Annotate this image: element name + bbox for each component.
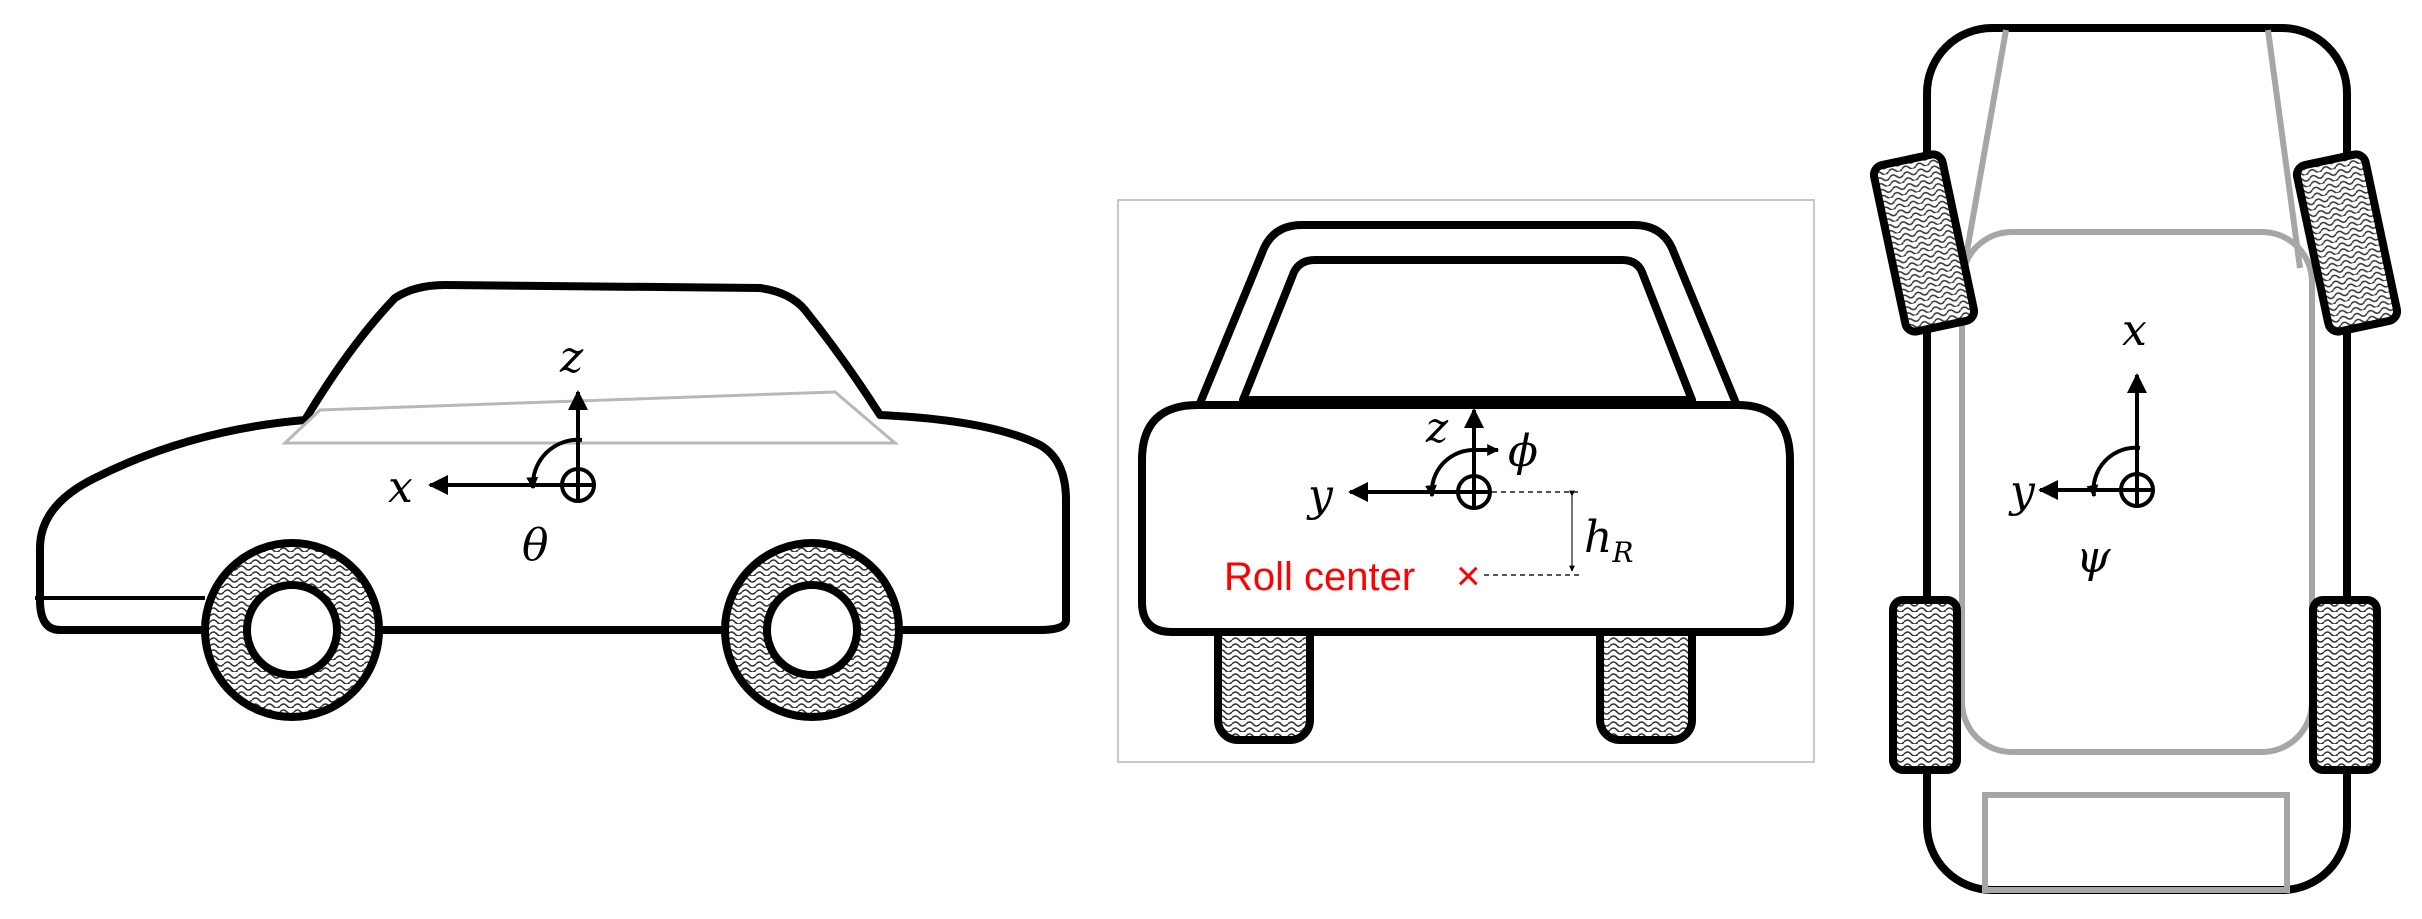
- rear-z-label: z: [1425, 403, 1449, 452]
- rear-height-subscript: R: [1611, 536, 1633, 569]
- rear-body: [1138, 401, 1794, 636]
- top-hood-line-left: [1961, 29, 2009, 269]
- top-y-label: y: [2008, 466, 2036, 517]
- side-rear-wheel: [721, 539, 903, 721]
- top-hood-line-right: [2265, 29, 2303, 269]
- rear-phi-label: ϕ: [1508, 426, 1538, 477]
- side-car-body: [36, 281, 1070, 634]
- side-view: z x θ: [35, 281, 1070, 721]
- top-cabin-outline: [1959, 229, 2315, 755]
- side-window-line: [281, 390, 900, 445]
- roll-center-label: Roll center: [1224, 555, 1415, 599]
- rear-height-label: hR: [1584, 512, 1633, 569]
- top-rear-right-tire: [2309, 596, 2381, 774]
- side-theta-label: θ: [522, 520, 549, 571]
- top-front-left-tire: [1869, 150, 1979, 336]
- side-origin-marker: [560, 467, 596, 503]
- top-view: x y ψ: [1869, 24, 2402, 894]
- rear-y-label: y: [1306, 470, 1334, 521]
- roll-center-marker: ×: [1456, 552, 1481, 599]
- top-trunk-outline: [1982, 792, 2290, 893]
- side-z-label: z: [559, 332, 584, 383]
- rear-height-letter: h: [1584, 512, 1612, 563]
- side-pitch-arrow: [526, 437, 583, 490]
- side-front-wheel: [201, 539, 383, 721]
- rear-view: z ϕ y hR Roll center ×: [1117, 199, 1815, 763]
- top-front-right-tire: [2292, 150, 2402, 336]
- rear-roll-arrow: [1424, 447, 1477, 498]
- top-x-label: x: [2122, 305, 2147, 356]
- top-rear-left-tire: [1889, 596, 1961, 774]
- rear-origin-marker: [1456, 474, 1492, 510]
- top-yaw-arrow: [2086, 445, 2141, 498]
- top-psi-label: ψ: [2076, 532, 2111, 583]
- top-origin-marker: [2119, 472, 2155, 508]
- rear-window: [1239, 256, 1696, 404]
- side-x-label: x: [388, 462, 413, 513]
